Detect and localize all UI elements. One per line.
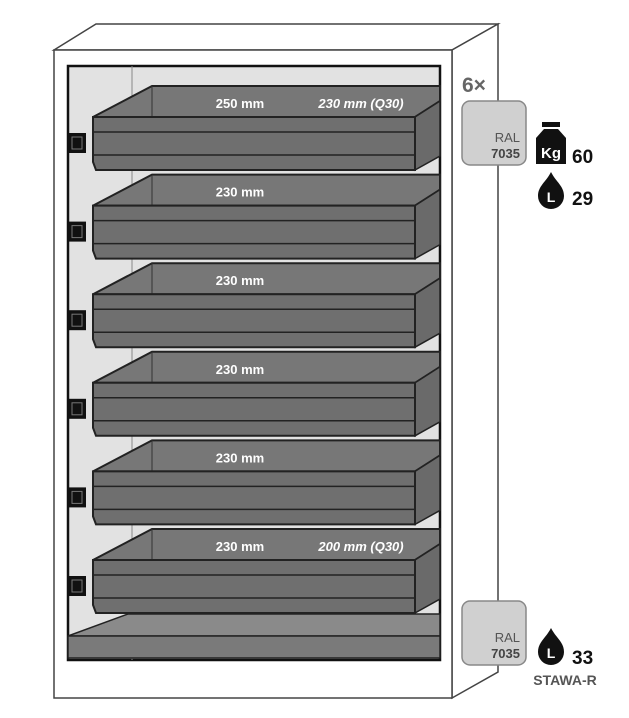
- rail-left-slot: [71, 313, 83, 327]
- drawer-q30-height-label: 230 mm (Q30): [317, 96, 403, 111]
- rail-left-slot: [71, 579, 83, 593]
- drawer-front: [92, 204, 416, 260]
- rail-left: [68, 487, 86, 508]
- rail-left-slot: [71, 225, 83, 239]
- drawer-inner: [92, 350, 441, 384]
- drawer-height-label: 230 mm: [216, 185, 264, 200]
- drawer[interactable]: 230 mm: [68, 350, 441, 438]
- drawer-height-label: 230 mm: [216, 273, 264, 288]
- volume-drop-icon: L: [538, 628, 564, 665]
- ral-label: RAL: [495, 630, 520, 645]
- ral-swatch-bottom: RAL 7035: [461, 600, 527, 666]
- sump-volume-drawer: 29: [572, 189, 593, 210]
- ral-swatch-top: RAL 7035: [461, 100, 527, 166]
- drawer-front: [92, 470, 416, 526]
- drawer[interactable]: 250 mm 230 mm (Q30): [68, 85, 441, 172]
- sump-tray: [67, 613, 441, 659]
- svg-text:L: L: [547, 645, 556, 661]
- rail-left: [68, 221, 86, 242]
- weight-icon: Kg: [536, 122, 566, 164]
- svg-text:Kg: Kg: [541, 145, 561, 162]
- drawer-inner: [92, 262, 441, 296]
- volume-drop-icon: L: [538, 172, 564, 209]
- rail-left: [68, 310, 86, 331]
- drawer[interactable]: 230 mm 200 mm (Q30): [68, 528, 441, 615]
- drawer-front: [92, 381, 416, 437]
- rail-left: [68, 576, 86, 596]
- drawer-height-label: 230 mm: [216, 362, 264, 377]
- drawer-height-label: 250 mm: [216, 96, 264, 111]
- drawer-front: [92, 559, 416, 614]
- drawer[interactable]: 230 mm: [68, 173, 441, 260]
- drawer-inner: [92, 439, 441, 473]
- drawer-front: [92, 116, 416, 171]
- sump-name: STAWA-R: [533, 672, 597, 688]
- rail-left: [68, 398, 86, 419]
- max-load: 60: [572, 147, 593, 168]
- sump-volume: 33: [572, 648, 593, 669]
- rail-left-slot: [71, 402, 83, 416]
- svg-text:L: L: [547, 189, 556, 205]
- drawer-height-label: 230 mm: [216, 539, 264, 554]
- ral-label: RAL: [495, 130, 520, 145]
- drawer-count: 6×: [462, 74, 486, 97]
- drawer-inner: [92, 173, 441, 207]
- drawer[interactable]: 230 mm: [68, 439, 441, 526]
- ral-code: 7035: [491, 646, 520, 661]
- cabinet-top: [51, 23, 501, 51]
- drawer-front: [92, 293, 416, 349]
- drawer-q30-height-label: 200 mm (Q30): [317, 539, 403, 554]
- rail-left-slot: [71, 136, 83, 150]
- rail-left-slot: [71, 490, 83, 504]
- rail-left: [68, 133, 86, 153]
- drawer-height-label: 230 mm: [216, 450, 264, 465]
- drawer[interactable]: 230 mm: [68, 262, 441, 349]
- ral-code: 7035: [491, 146, 520, 161]
